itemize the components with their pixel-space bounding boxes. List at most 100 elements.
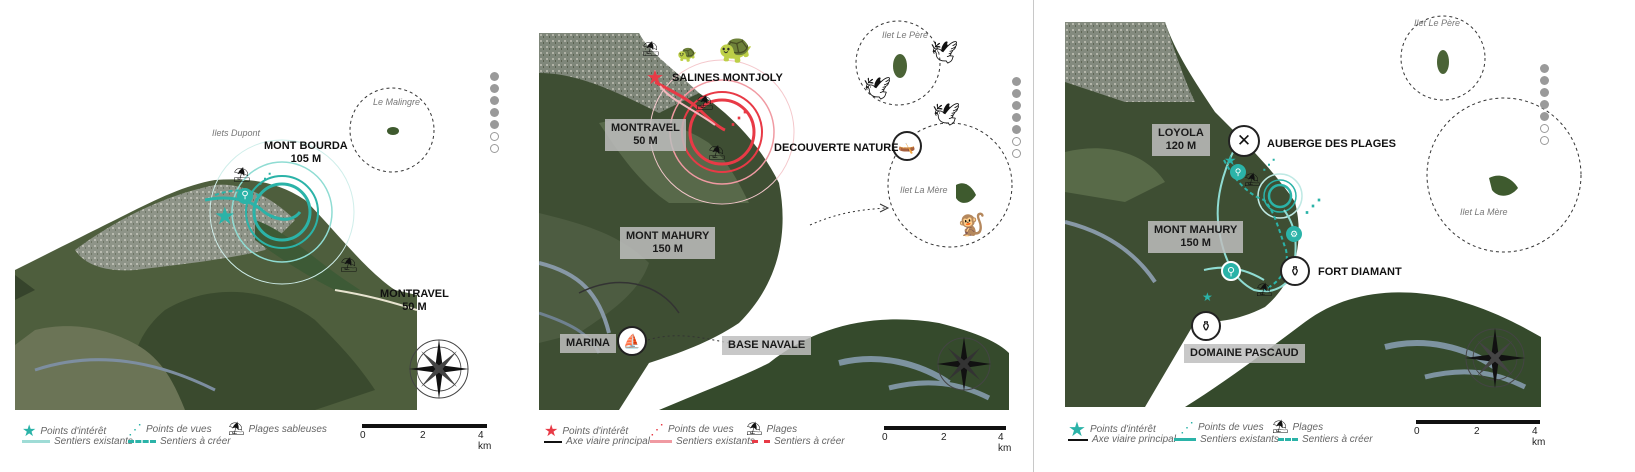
point-of-interest-star-icon[interactable]: ★	[1202, 290, 1213, 304]
place-label-montravel: MONTRAVEL 50 M	[605, 119, 686, 151]
pagination-dots[interactable]	[490, 72, 500, 156]
page-dot[interactable]	[490, 72, 499, 81]
turtle-icon: 🐢	[718, 33, 753, 64]
legend-text: Points d'intérêt	[40, 425, 107, 437]
place-name: LOYOLA	[1158, 127, 1204, 139]
place-label-mont-mahury: MONT MAHURY 150 M	[1148, 221, 1244, 253]
legend-text: Sentiers à créer	[1302, 434, 1373, 445]
cyclist-icon[interactable]: ⚙	[1286, 226, 1302, 242]
legend-text: Plages	[1292, 421, 1324, 433]
viewpoint-icon: ⋰	[650, 421, 664, 437]
place-altitude: 50 M	[633, 135, 658, 147]
legend-text: Points d'intérêt	[562, 425, 629, 437]
page-dot[interactable]	[1012, 101, 1021, 110]
amphora-icon[interactable]: ⚱	[1280, 256, 1310, 286]
pagination-dots[interactable]	[1012, 77, 1022, 161]
legend-plages: ⛱Plages	[1272, 419, 1323, 435]
kayak-icon[interactable]: 🛶	[892, 131, 922, 161]
legend-axe-viaire: Axe viaire principal	[1068, 434, 1176, 445]
compass-rose-icon	[1465, 328, 1525, 388]
place-altitude: 105 M	[290, 153, 322, 165]
place-label-fort-diamant: FORT DIAMANT	[1318, 266, 1402, 278]
isle-label-ilet-le-pere: Ilet Le Père	[882, 30, 929, 40]
pagination-dots[interactable]	[1540, 64, 1550, 148]
page-dot[interactable]	[490, 120, 499, 129]
place-label-loyola: LOYOLA 120 M	[1152, 124, 1210, 156]
trail-new-swatch	[128, 440, 156, 443]
page-dot[interactable]	[1540, 112, 1549, 121]
page-dot[interactable]	[1012, 149, 1021, 158]
legend-text: Plages sableuses	[248, 423, 327, 435]
legend-plages: ⛱Plages	[746, 421, 797, 437]
overlay-panel-2	[647, 20, 1013, 346]
page-dot[interactable]	[1540, 88, 1549, 97]
trail-new-swatch	[1278, 438, 1298, 441]
legend-text: Sentiers à créer	[160, 436, 231, 447]
monkey-icon: 🐒	[958, 212, 986, 237]
page-dot[interactable]	[490, 84, 499, 93]
scale-tick: 0	[1414, 426, 1420, 437]
legend-text: Sentiers existants	[1200, 434, 1279, 445]
page-dot[interactable]	[1012, 89, 1021, 98]
page-dot[interactable]	[1540, 76, 1549, 85]
hiker-icon[interactable]: ⚲	[1230, 164, 1246, 180]
page-dot[interactable]	[1540, 64, 1549, 73]
scale-tick: 4 km	[478, 430, 492, 452]
place-label-mont-bourda: MONT BOURDA 105 M	[264, 140, 348, 166]
compass-rose-icon	[937, 337, 991, 391]
viewpoint-icon[interactable]: ⋰	[1304, 196, 1322, 216]
legend-text: Points de vues	[1198, 422, 1264, 433]
legend-text: Axe viaire principal	[1092, 434, 1176, 445]
map-panel-1: ★ ⋰ ⚲ ⛱ ⛱ Ilets Dupont Le Malingre MONT …	[0, 0, 520, 472]
page-dot[interactable]	[1012, 77, 1021, 86]
cutlery-icon[interactable]: ✕	[1228, 125, 1260, 157]
star-icon: ★	[1068, 419, 1086, 441]
beach-umbrella-icon[interactable]: ⛱	[233, 166, 251, 182]
bird-icon: 🕊	[932, 102, 960, 127]
legend-points-interet: ★Points d'intérêt	[22, 421, 106, 441]
scale-bar-2: 0 2 4 km	[882, 426, 1011, 454]
viewpoint-icon: ⋰	[1180, 419, 1194, 435]
legend-points-interet: ★Points d'intérêt	[544, 421, 628, 441]
page-dot[interactable]	[490, 96, 499, 105]
beach-umbrella-icon[interactable]: ⛱	[708, 144, 726, 160]
beach-umbrella-icon[interactable]: ⛱	[642, 40, 660, 56]
beach-umbrella-icon[interactable]: ⛱	[340, 256, 358, 272]
page-dot[interactable]	[1540, 136, 1549, 145]
place-label-salines-montjoly: SALINES MONTJOLY	[672, 72, 783, 84]
place-label-marina: MARINA	[560, 334, 616, 353]
hiker-icon[interactable]: ⚲	[237, 188, 253, 204]
satellite-map-3[interactable]	[1065, 22, 1541, 407]
isle-label-ilet-le-pere: Ilet Le Père	[1414, 18, 1461, 28]
beach-umbrella-icon[interactable]: ⛱	[1244, 172, 1261, 187]
hiker-icon[interactable]: ⚲	[1221, 261, 1241, 281]
point-of-interest-star-icon[interactable]: ★	[646, 67, 664, 89]
place-name: MONTRAVEL	[611, 122, 680, 134]
page-dot[interactable]	[490, 144, 499, 153]
beach-umbrella-icon[interactable]: ⛱	[696, 94, 714, 110]
page-dot[interactable]	[490, 132, 499, 141]
scale-tick: 0	[360, 430, 366, 441]
legend-sentiers-creer: Sentiers à créer	[1278, 434, 1373, 445]
place-label-mont-mahury: MONT MAHURY 150 M	[620, 227, 716, 259]
page-dot[interactable]	[1012, 137, 1021, 146]
star-icon: ★	[544, 423, 559, 440]
viewpoint-icon[interactable]: ⋰	[258, 170, 272, 186]
viewpoint-icon[interactable]: ⋰	[1262, 156, 1276, 172]
page-dot[interactable]	[1012, 113, 1021, 122]
beach-umbrella-icon[interactable]: ⛱	[1256, 282, 1273, 297]
amphora-icon[interactable]: ⚱	[1191, 311, 1221, 341]
page-dot[interactable]	[1540, 100, 1549, 109]
viewpoint-icon[interactable]: ⋰	[730, 108, 748, 128]
place-label-base-navale: BASE NAVALE	[722, 336, 812, 355]
road-swatch	[1068, 438, 1088, 441]
scale-tick: 0	[882, 432, 888, 443]
legend-sentiers-existants: Sentiers existants	[650, 436, 755, 447]
page-dot[interactable]	[490, 108, 499, 117]
map-panel-3: ★ ★ ⋰ ⋰ ⚲ ⚲ ⚙ ⛱ ⛱ ✕ ⚱ ⚱ Ilet Le Père Ile…	[1034, 0, 1635, 472]
legend-text: Points d'intérêt	[1089, 424, 1156, 435]
page-dot[interactable]	[1540, 124, 1549, 133]
page-dot[interactable]	[1012, 125, 1021, 134]
sailboat-icon[interactable]: ⛵	[617, 326, 647, 356]
point-of-interest-star-icon[interactable]: ★	[214, 203, 236, 230]
